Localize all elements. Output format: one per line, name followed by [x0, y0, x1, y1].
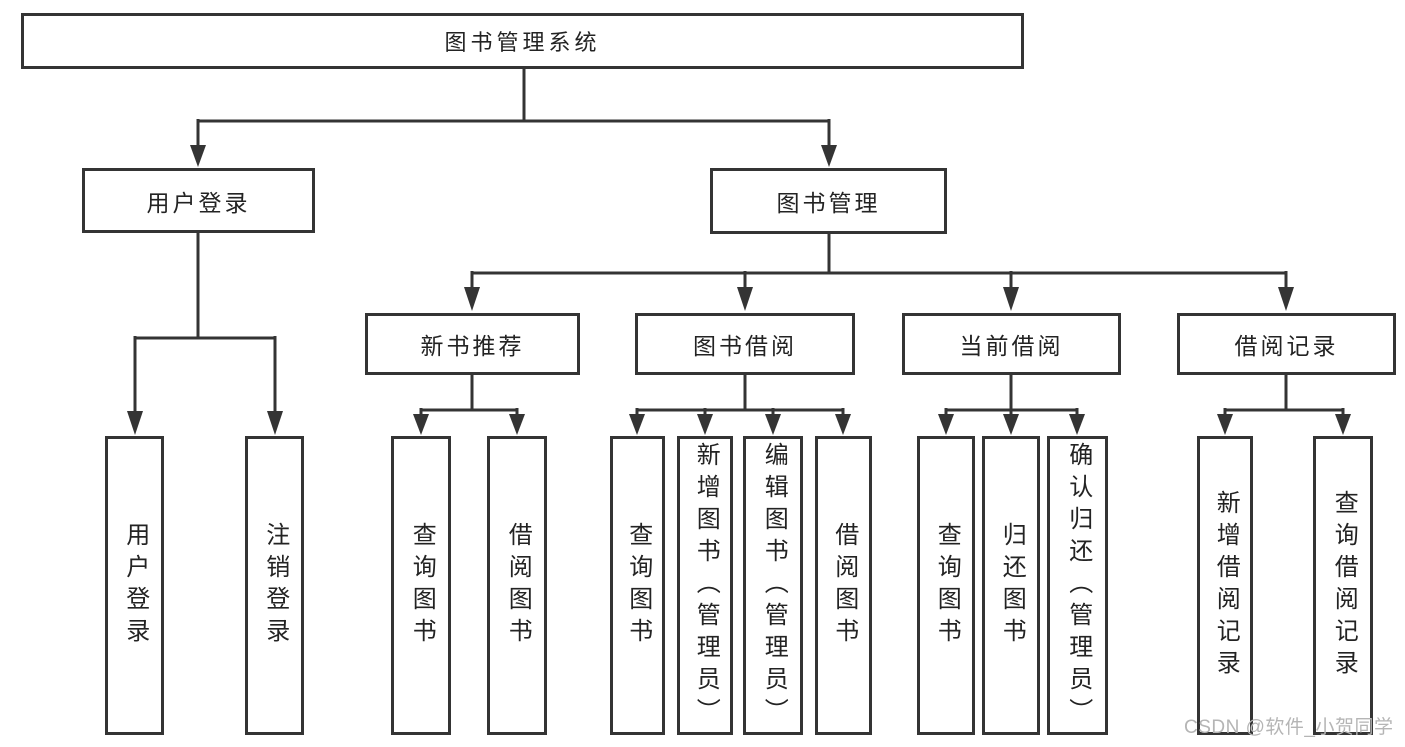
node-user-login: 用户登录: [82, 168, 315, 233]
node-borrowing-records: 借阅记录: [1177, 313, 1396, 375]
leaf-edit-book-admin: 编辑图书（管理员）: [743, 436, 803, 735]
watermark-text: CSDN @软件_小贺同学: [1184, 717, 1394, 738]
leaf-user-login: 用户登录: [105, 436, 164, 735]
leaf-edit-book-admin-label: 编辑图书（管理员）: [760, 441, 788, 730]
leaf-confirm-return-admin: 确认归还（管理员）: [1047, 436, 1108, 735]
node-current-borrowing-label: 当前借阅: [959, 333, 1064, 359]
node-borrowing-records-label: 借阅记录: [1234, 333, 1339, 359]
connector-records-to-leaves: [1217, 375, 1351, 435]
leaf-confirm-return-admin-label: 确认归还（管理员）: [1064, 441, 1092, 730]
leaf-add-borrow-record: 新增借阅记录: [1197, 436, 1253, 735]
leaf-add-borrow-record-label: 新增借阅记录: [1212, 489, 1240, 682]
leaf-return-book: 归还图书: [982, 436, 1040, 735]
leaf-query-books-2-label: 查询图书: [624, 521, 652, 650]
node-book-borrowing-label: 图书借阅: [693, 333, 797, 359]
leaf-borrow-books-2-label: 借阅图书: [830, 521, 858, 650]
leaf-query-books-3-label: 查询图书: [933, 521, 961, 650]
leaf-query-books-1-label: 查询图书: [408, 521, 436, 650]
connector-bookmgmt-to-level3: [464, 234, 1294, 311]
node-user-login-label: 用户登录: [146, 189, 251, 216]
leaf-query-borrow-record-label: 查询借阅记录: [1330, 489, 1358, 682]
node-current-borrowing: 当前借阅: [902, 313, 1121, 375]
node-library-management-system-label: 图书管理系统: [444, 30, 601, 55]
connector-root-to-level2: [190, 69, 837, 167]
leaf-logout-label: 注销登录: [261, 521, 289, 650]
connector-newbook-to-leaves: [413, 375, 525, 435]
node-new-book-recommend: 新书推荐: [365, 313, 580, 375]
leaf-return-book-label: 归还图书: [998, 521, 1026, 650]
leaf-user-login-label: 用户登录: [121, 521, 149, 650]
connector-current-to-leaves: [938, 375, 1085, 435]
leaf-borrow-books-1: 借阅图书: [487, 436, 547, 735]
leaf-logout: 注销登录: [245, 436, 304, 735]
leaf-query-books-3: 查询图书: [917, 436, 975, 735]
node-book-borrowing: 图书借阅: [635, 313, 855, 375]
node-new-book-recommend-label: 新书推荐: [420, 333, 525, 359]
leaf-add-book-admin-label: 新增图书（管理员）: [692, 441, 720, 730]
connector-borrowing-to-leaves: [629, 375, 851, 435]
connector-userlogin-to-leaves: [127, 233, 283, 435]
node-book-management-label: 图书管理: [776, 190, 881, 216]
leaf-borrow-books-2: 借阅图书: [815, 436, 872, 735]
leaf-add-book-admin: 新增图书（管理员）: [677, 436, 733, 735]
leaf-borrow-books-1-label: 借阅图书: [504, 521, 532, 650]
leaf-query-books-1: 查询图书: [391, 436, 451, 735]
leaf-query-borrow-record: 查询借阅记录: [1313, 436, 1373, 735]
node-book-management: 图书管理: [710, 168, 947, 234]
node-library-management-system: 图书管理系统: [21, 13, 1024, 69]
leaf-query-books-2: 查询图书: [610, 436, 665, 735]
